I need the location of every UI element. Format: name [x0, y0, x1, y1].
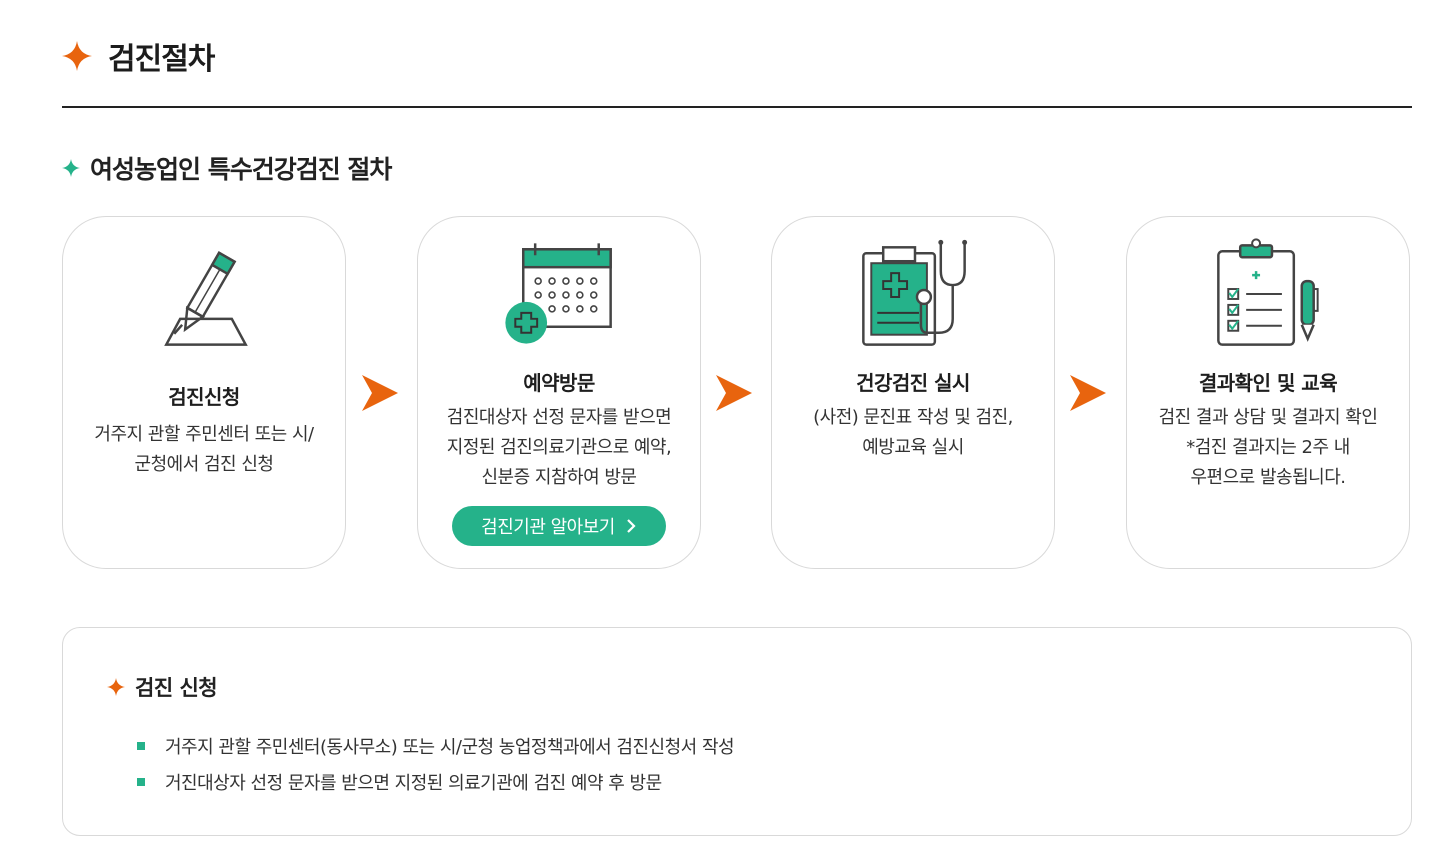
step-card-apply: 검진신청 거주지 관할 주민센터 또는 시/ 군청에서 검진 신청: [62, 216, 346, 569]
list-item: 거주지 관할 주민센터(동사무소) 또는 시/군청 농업정책과에서 검진신청서 …: [137, 728, 735, 764]
clipboard-stethoscope-icon: [862, 239, 968, 346]
page-title: 검진절차: [108, 42, 215, 77]
title-divider: [62, 106, 1412, 108]
step-arrow-icon: [362, 375, 398, 411]
step-title: 건강검진 실시: [856, 371, 970, 395]
step-arrow-icon: [716, 375, 752, 411]
section-title-row: 여성농업인 특수건강검진 절차: [62, 151, 392, 185]
orange-star-icon: [62, 41, 92, 71]
section-title: 여성농업인 특수건강검진 절차: [90, 155, 392, 184]
list-item: 거진대상자 선정 문자를 받으면 지정된 의료기관에 검진 예약 후 방문: [137, 764, 734, 800]
step-title: 결과확인 및 교육: [1198, 371, 1338, 395]
pen-writing-icon: [164, 251, 248, 346]
info-box: 검진 신청 거주지 관할 주민센터(동사무소) 또는 시/군청 농업정책과에서 …: [62, 627, 1412, 836]
step-desc: 검진대상자 선정 문자를 받으면 지정된 검진의료기관으로 예약, 신분증 지참…: [446, 407, 672, 488]
step-arrow-icon: [1070, 375, 1106, 411]
step-title: 예약방문: [523, 371, 595, 395]
calendar-medical-icon: [505, 243, 612, 344]
green-star-icon: [62, 159, 80, 177]
square-bullet-icon: [137, 778, 145, 786]
info-title-row: 검진 신청: [107, 672, 218, 702]
step-desc: (사전) 문진표 작성 및 검진, 예방교육 실시: [813, 407, 1013, 458]
chevron-right-icon: [627, 519, 636, 533]
step-desc: 검진 결과 상담 및 결과지 확인 *검진 결과지는 2주 내 우편으로 발송됩…: [1158, 407, 1378, 488]
square-bullet-icon: [137, 742, 145, 750]
checklist-icon: [1217, 238, 1319, 346]
find-institution-button[interactable]: 검진기관 알아보기: [452, 506, 666, 546]
step-card-checkup: 건강검진 실시 (사전) 문진표 작성 및 검진, 예방교육 실시: [771, 216, 1055, 569]
find-institution-label: 검진기관 알아보기: [481, 517, 615, 538]
info-list: 거주지 관할 주민센터(동사무소) 또는 시/군청 농업정책과에서 검진신청서 …: [137, 728, 735, 800]
info-title: 검진 신청: [135, 676, 218, 700]
step-desc: 거주지 관할 주민센터 또는 시/ 군청에서 검진 신청: [94, 424, 314, 475]
orange-star-icon: [107, 678, 125, 696]
step-card-result: 결과확인 및 교육 검진 결과 상담 및 결과지 확인 *검진 결과지는 2주 …: [1126, 216, 1410, 569]
page-title-row: 검진절차: [62, 34, 215, 78]
step-title: 검진신청: [168, 385, 240, 409]
